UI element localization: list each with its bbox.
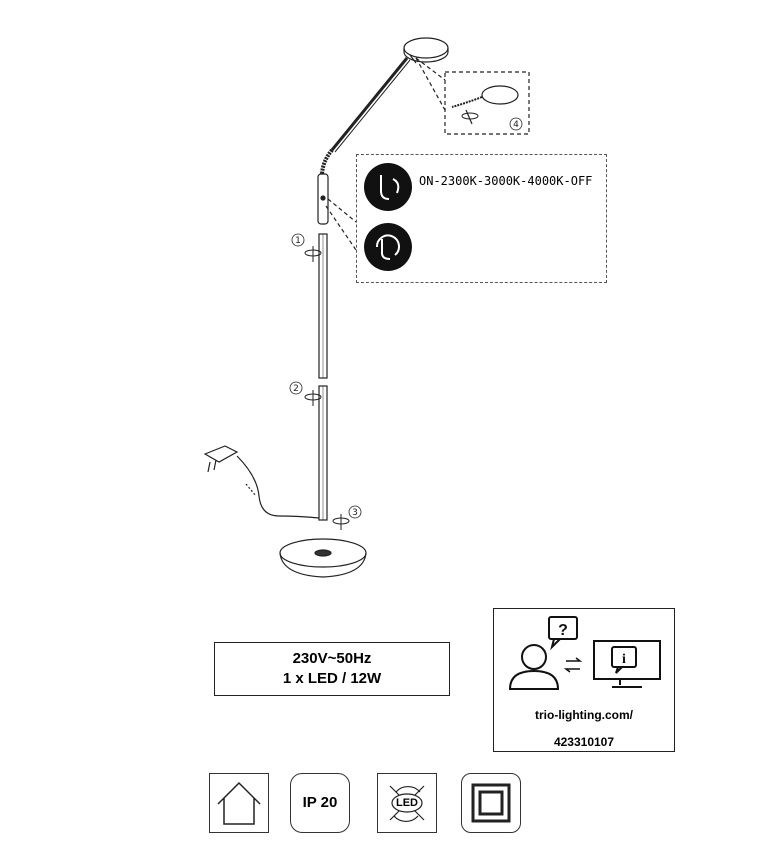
touch-switch-icon (364, 163, 412, 271)
voltage-label: 230V~50Hz (292, 650, 372, 667)
spec-box: 230V~50Hz 1 x LED / 12W (214, 642, 450, 696)
power-label: 1 x LED / 12W (282, 670, 382, 687)
info-url: trio-lighting.com/ (535, 708, 633, 722)
step-4-label: 4 (513, 120, 519, 130)
switch-mode-label: ON-2300K-3000K-4000K-OFF (419, 174, 593, 188)
info-bubble-icon: i (611, 646, 637, 674)
led-no-replace-icon (389, 785, 425, 822)
svg-text:i: i (622, 652, 626, 667)
lamp-diagram: 1 2 3 4 (203, 37, 530, 578)
step-3-label: 3 (352, 508, 358, 518)
info-box: ? i trio-lighting.com/ 423310107 (493, 608, 675, 752)
class-2-symbol (461, 773, 521, 833)
step-2-label: 2 (293, 384, 299, 394)
ip-rating-symbol: IP 20 (290, 773, 350, 833)
info-article-number: 423310107 (553, 735, 615, 749)
led-label: LED (396, 797, 418, 809)
monitor-icon (593, 640, 661, 688)
exchange-arrows-icon (563, 657, 583, 673)
class-2-icon (471, 783, 511, 823)
svg-text:?: ? (558, 622, 568, 639)
question-bubble-icon: ? (548, 616, 578, 651)
led-symbol: LED (377, 773, 437, 833)
switch-detail-box: ON-2300K-3000K-4000K-OFF (356, 154, 607, 283)
person-icon (508, 644, 560, 690)
indoor-use-symbol (209, 773, 269, 833)
house-icon (217, 781, 261, 825)
rotate-arrow-icon (304, 112, 479, 530)
step-1-label: 1 (295, 236, 301, 246)
